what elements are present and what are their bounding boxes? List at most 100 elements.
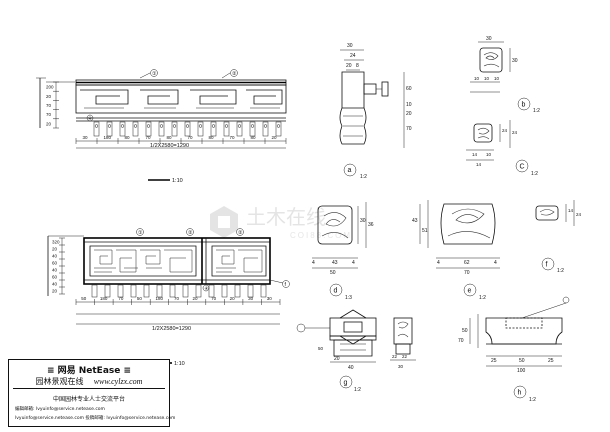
dim-value: 40 xyxy=(52,282,58,287)
detail-b-scale: 1:2 xyxy=(533,108,540,114)
detail-g-dim-50: 50 xyxy=(318,346,324,351)
detail-b-dim-a: 10 xyxy=(474,76,480,81)
detail-e-label: e xyxy=(468,288,472,295)
baluster-knob xyxy=(237,124,242,128)
watermark-en: COI88.COM xyxy=(290,231,352,240)
scale-top-elevation: 1:10 xyxy=(172,178,183,184)
title-site: 园林景观在线 www.cylzx.com xyxy=(9,376,169,387)
baluster-knob xyxy=(133,124,138,128)
detail-a-dim-10: 10 xyxy=(406,102,412,108)
detail-b-dim-top: 30 xyxy=(486,36,492,42)
detail-a-dim-20b: 20 xyxy=(406,111,412,117)
dim-value: 50 xyxy=(137,296,143,301)
detail-g-dim-40: 40 xyxy=(348,365,354,371)
detail-d-dim-36: 36 xyxy=(368,222,374,228)
detail-a-dim-8: 8 xyxy=(356,63,359,69)
detail-d-dim-30: 30 xyxy=(360,218,366,224)
baluster xyxy=(132,121,139,137)
detail-d-dim-4b: 4 xyxy=(352,260,355,266)
dim-value: 70 xyxy=(46,103,52,108)
detail-f-dim-14: 14 xyxy=(568,208,574,213)
baluster xyxy=(104,284,111,298)
baluster xyxy=(171,121,178,137)
dim-value: 50 xyxy=(81,296,87,301)
detail-d-scale: 1:3 xyxy=(345,295,352,301)
mid-leader-3: ② xyxy=(238,230,243,236)
baluster xyxy=(93,121,100,137)
detail-a-dim-70: 70 xyxy=(406,126,412,132)
baluster xyxy=(91,284,98,298)
leader-1-label: ① xyxy=(152,71,157,77)
detail-c-label: C xyxy=(520,164,525,171)
detail-e: 43 51 4 62 4 70 e 1:2 xyxy=(412,200,500,301)
detail-g-dim-22a: 22 xyxy=(392,354,398,359)
leader-2-label: ② xyxy=(232,71,237,77)
dim-value: 20 xyxy=(46,121,52,126)
baluster xyxy=(106,121,113,137)
dim-value: 70 xyxy=(174,296,180,301)
watermark-cn: 土木在线 xyxy=(246,205,326,229)
detail-c-dim-far: 24 xyxy=(512,130,518,135)
detail-b-dim-c: 10 xyxy=(494,76,500,81)
dim-value: 60 xyxy=(52,275,58,280)
mid-leader-f: f xyxy=(285,282,287,288)
detail-h-dim-100: 100 xyxy=(517,368,526,374)
dim-value: 70 xyxy=(46,112,52,117)
detail-b-dim-b: 10 xyxy=(484,76,490,81)
baluster-knob xyxy=(276,124,281,128)
dim-value: 70 xyxy=(118,296,124,301)
baluster xyxy=(156,284,163,298)
detail-f-dim-24: 24 xyxy=(576,212,582,217)
title-block: ≡ 网易 NetEase ≡ 园林景观在线 www.cylzx.com 中国园林… xyxy=(8,359,175,427)
baluster-knob xyxy=(120,124,125,128)
baluster xyxy=(184,121,191,137)
dim-value: 70 xyxy=(230,135,236,140)
title-platform: 中国园林专业人士交流平台 xyxy=(52,396,125,403)
baluster-knob xyxy=(159,124,164,128)
baluster xyxy=(221,284,228,298)
dim-value: 180 xyxy=(100,296,108,301)
dim-value: 200 xyxy=(46,85,54,90)
detail-e-dim-70: 70 xyxy=(464,270,470,276)
detail-b-label: b xyxy=(522,102,526,109)
detail-e-dim-51: 51 xyxy=(422,228,428,234)
total-dimension-top: 1/2X2580=1290 xyxy=(150,143,189,149)
baluster xyxy=(236,121,243,137)
baluster xyxy=(197,121,204,137)
title-divider xyxy=(13,388,165,389)
detail-b-dim-right: 30 xyxy=(512,58,518,64)
detail-e-dim-4a: 4 xyxy=(437,260,440,266)
mid-leader-2: ② xyxy=(188,230,193,236)
detail-a-label: a xyxy=(348,167,352,174)
baluster xyxy=(208,284,215,298)
detail-d: 30 36 4 43 4 50 d 1:3 xyxy=(312,202,374,301)
detail-d-label: d xyxy=(334,288,338,295)
detail-g: 20 40 22 22 30 50 g 1:2 xyxy=(296,309,416,393)
baluster xyxy=(249,121,256,137)
detail-a-dim-20: 20 xyxy=(346,63,352,69)
detail-c-dim-c: 14 xyxy=(476,162,482,167)
baluster-knob xyxy=(211,124,216,128)
detail-a: 30 24 20 8 60 10 20 70 a 1:2 xyxy=(339,43,412,180)
dim-value: 80 xyxy=(209,135,215,140)
detail-h: 50 70 25 50 25 100 h 1:2 xyxy=(458,296,570,403)
detail-d-dim-43: 43 xyxy=(332,260,338,266)
detail-h-dim-50b: 50 xyxy=(519,358,525,364)
detail-h-label: h xyxy=(518,390,522,397)
baluster xyxy=(130,284,137,298)
scale-mid-elevation: 1:10 xyxy=(174,361,185,367)
detail-g-dim-22b: 22 xyxy=(402,354,408,359)
detail-f-label: f xyxy=(546,262,548,269)
detail-c: 24 24 14 10 14 C 1:2 xyxy=(466,120,538,177)
baluster xyxy=(182,284,189,298)
detail-c-scale: 1:2 xyxy=(531,171,538,177)
detail-g-scale: 1:2 xyxy=(354,387,361,393)
dim-value: 20 xyxy=(52,289,58,294)
baluster xyxy=(210,121,217,137)
dim-value: 30 xyxy=(248,296,254,301)
dim-value: 20 xyxy=(230,296,236,301)
detail-d-dim-50: 50 xyxy=(330,270,336,276)
baluster-knob xyxy=(172,124,177,128)
